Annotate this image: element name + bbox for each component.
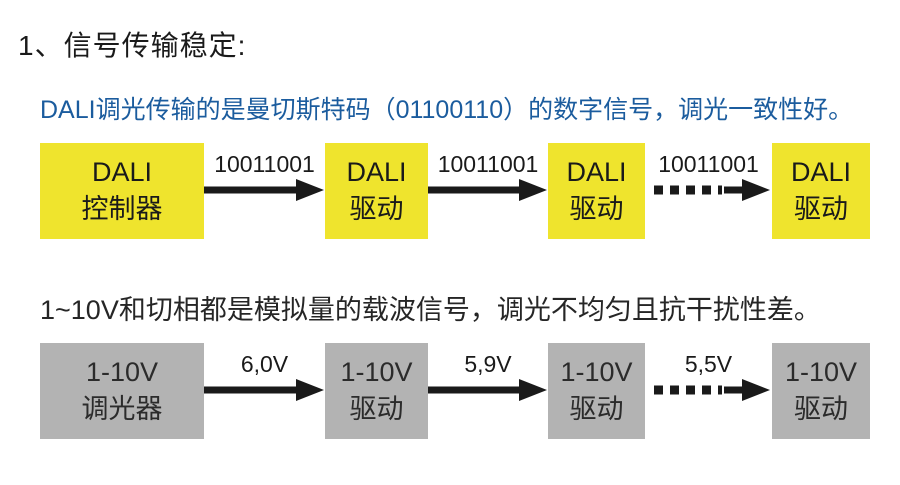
dali-arrow-3: 10011001 (645, 143, 772, 239)
analog-arrow-2: 5,9V (428, 343, 548, 439)
arrow-label: 10011001 (214, 151, 315, 177)
solid-arrow-icon (204, 179, 324, 201)
solid-arrow-icon (428, 179, 547, 201)
node-label-line2: 控制器 (81, 194, 163, 224)
node-label-line2: 调光器 (81, 394, 163, 424)
node-label-line2: 驱动 (569, 194, 624, 224)
dashed-arrow-icon (654, 179, 770, 201)
arrow-label: 5,9V (464, 351, 512, 377)
analog-arrow-1: 6,0V (204, 343, 325, 439)
node-label-line2: 驱动 (349, 394, 404, 424)
dali-driver-node: DALI 驱动 (548, 143, 645, 239)
solid-arrow-icon (428, 379, 547, 401)
dali-flow-diagram: DALI 控制器 10011001 DALI 驱动 10011001 DALI … (40, 143, 870, 239)
node-label-line2: 驱动 (569, 394, 624, 424)
analog-description: 1~10V和切相都是模拟量的载波信号，调光不均匀且抗干扰性差。 (40, 295, 821, 325)
dali-driver-node: DALI 驱动 (325, 143, 428, 239)
analog-dimmer-node: 1-10V 调光器 (40, 343, 204, 439)
arrow-label: 6,0V (240, 351, 289, 377)
node-label-line1: 1-10V (560, 357, 633, 387)
node-label-line2: 驱动 (349, 194, 404, 224)
analog-arrow-3: 5,5V (645, 343, 772, 439)
node-label-line1: DALI (790, 157, 852, 187)
node-label-line1: 1-10V (85, 357, 159, 387)
arrow-label: 10011001 (658, 151, 759, 177)
node-label-line2: 驱动 (794, 394, 848, 424)
analog-driver-node: 1-10V 驱动 (548, 343, 645, 439)
dali-arrow-2: 10011001 (428, 143, 548, 239)
node-label-line2: 驱动 (794, 194, 848, 224)
arrow-label: 5,5V (684, 351, 733, 377)
node-label-line1: DALI (346, 157, 407, 187)
analog-flow-diagram: 1-10V 调光器 6,0V 1-10V 驱动 5,9V 1-10V 驱动 (40, 343, 870, 439)
node-label-line1: DALI (91, 157, 153, 187)
node-label-line1: 1-10V (784, 357, 858, 387)
solid-arrow-icon (204, 379, 324, 401)
dashed-arrow-icon (654, 379, 770, 401)
dali-description: DALI调光传输的是曼切斯特码（01100110）的数字信号，调光一致性好。 (40, 96, 854, 124)
node-label-line1: 1-10V (340, 357, 413, 387)
dali-driver-node: DALI 驱动 (772, 143, 870, 239)
analog-driver-node: 1-10V 驱动 (325, 343, 428, 439)
arrow-label: 10011001 (437, 151, 539, 177)
analog-driver-node: 1-10V 驱动 (772, 343, 870, 439)
node-label-line1: DALI (566, 157, 627, 187)
dali-controller-node: DALI 控制器 (40, 143, 204, 239)
dali-arrow-1: 10011001 (204, 143, 325, 239)
page-title: 1、信号传输稳定: (18, 30, 247, 61)
